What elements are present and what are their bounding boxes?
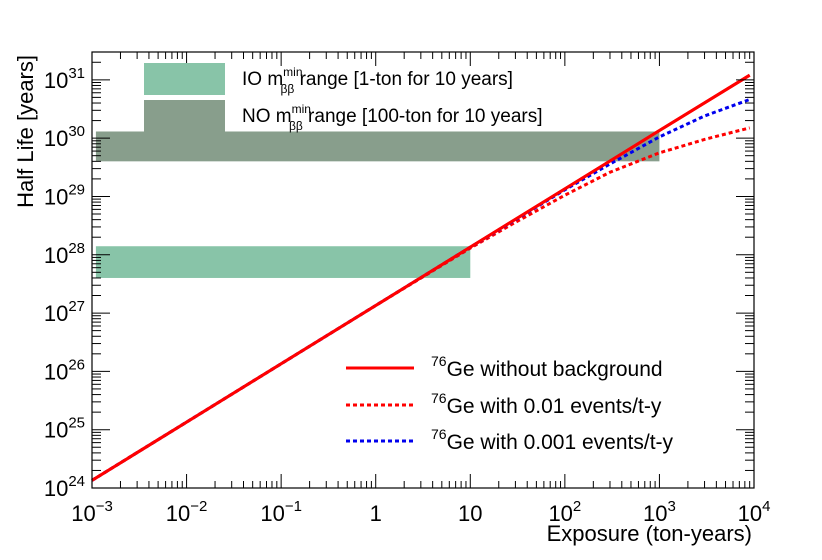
x-tick-label: 10 xyxy=(458,501,482,526)
x-tick-label: 10−3 xyxy=(71,498,113,526)
x-tick-label: 104 xyxy=(738,498,771,526)
legend-label-series-3: 76Ge with 0.001 events/t-y xyxy=(431,426,674,454)
legend-label-series-2: 76Ge with 0.01 events/t-y xyxy=(431,390,662,418)
legend-label-series-1: 76Ge without background xyxy=(431,353,663,381)
series-layer xyxy=(91,73,751,482)
series-line-1-top xyxy=(91,73,751,482)
legend-swatch-io xyxy=(144,63,225,95)
y-tick-labels: 1024 1025 1026 1027 1028 1029 1030 1031 xyxy=(44,65,85,501)
y-tick-label: 1026 xyxy=(44,356,85,384)
x-tick-label: 102 xyxy=(548,498,581,526)
ticks-layer xyxy=(91,51,755,489)
y-tick-label: 1028 xyxy=(44,240,85,268)
legend-lines: 76Ge without background 76Ge with 0.01 ev… xyxy=(346,353,674,454)
y-tick-label: 1029 xyxy=(44,181,85,209)
x-tick-label: 1 xyxy=(370,501,382,526)
x-tick-label: 103 xyxy=(643,498,676,526)
series-line-2 xyxy=(91,126,751,482)
x-axis-label: Exposure (ton-years) xyxy=(547,521,752,546)
plot-frame xyxy=(91,51,755,489)
x-tick-label: 10−1 xyxy=(260,498,302,526)
y-tick-label: 1031 xyxy=(44,65,85,93)
y-tick-label: 1024 xyxy=(44,473,85,501)
y-tick-label: 1027 xyxy=(44,298,85,326)
y-axis-label: Half Life [years] xyxy=(13,55,38,208)
legend-swatch-no xyxy=(144,100,225,132)
y-tick-label: 1030 xyxy=(44,123,85,151)
x-tick-labels: 10−3 10−2 10−1 1 10 102 103 104 xyxy=(71,498,770,526)
band-no xyxy=(95,131,660,162)
bands-layer xyxy=(95,131,660,278)
x-tick-label: 10−2 xyxy=(166,498,208,526)
y-tick-label: 1025 xyxy=(44,415,85,443)
band-io xyxy=(95,246,471,278)
